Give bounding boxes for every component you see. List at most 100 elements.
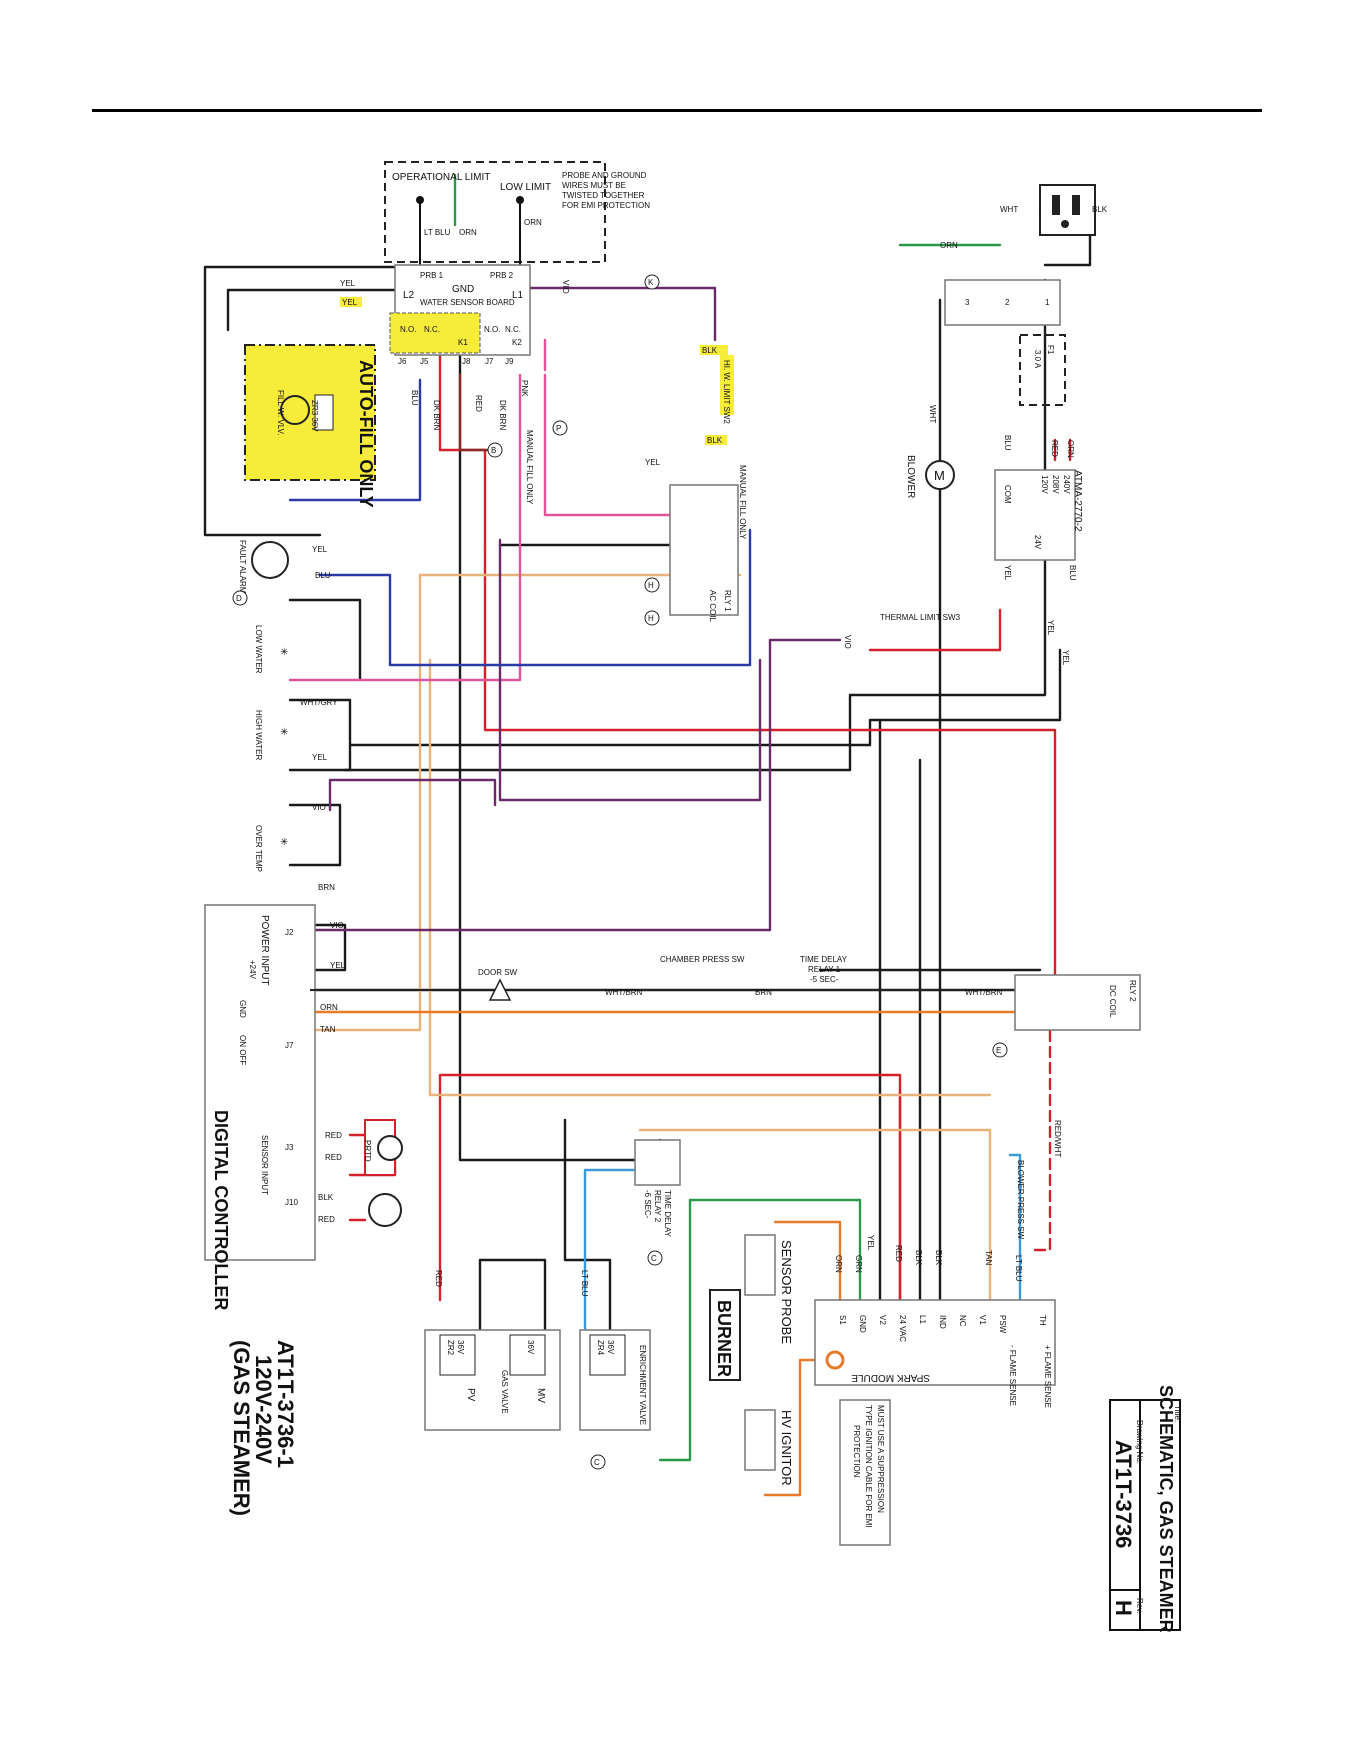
svg-text:MUST USE A SUPPRESSION: MUST USE A SUPPRESSION <box>876 1405 885 1513</box>
time-delay-relay2: TIME DELAY RELAY 2 -6 SEC- <box>634 1139 681 1238</box>
marker-p <box>552 420 568 436</box>
fuse-rating-label: 3.0 A <box>1033 350 1042 369</box>
probe-lt-blu-label: LT BLU <box>424 228 451 237</box>
fill-valve-coil <box>280 395 310 425</box>
wire-black-gas-valve <box>478 1258 547 1332</box>
fuse-label: F1 <box>1046 345 1055 355</box>
wire-pink-pnk <box>288 373 522 682</box>
pnk-wire-label: PNK <box>520 380 529 397</box>
title-caption: Title: <box>1173 1405 1182 1422</box>
svg-text:V1: V1 <box>978 1315 987 1325</box>
prtd-label: PRTD <box>363 1140 372 1162</box>
fill-valve-label: FILL W. VLV. <box>276 390 285 436</box>
top-rule <box>92 109 1262 112</box>
svg-text:IND: IND <box>938 1315 947 1329</box>
over-temp-icon: ✳ <box>280 837 288 848</box>
k1-label: K1 <box>458 338 468 347</box>
wire-red-transformer <box>1053 438 1072 462</box>
terminal-2: 2 <box>1005 298 1010 307</box>
marker-h1-label: H <box>648 581 654 590</box>
burner-box <box>709 1289 741 1381</box>
blower-motor-label: M <box>934 468 945 483</box>
series-switch-line: DOOR SW WHT/BRN CHAMBER PRESS SW BRN TIM… <box>310 955 1141 1240</box>
k1-nc-label: N.C. <box>424 325 440 334</box>
j6-label: J6 <box>398 357 407 366</box>
wire-orange-sensor <box>773 1220 842 1302</box>
mv-label: MV <box>535 1388 546 1403</box>
transformer-blu: BLU <box>1003 435 1012 451</box>
pv-label: PV <box>465 1388 476 1402</box>
svg-text:TYPE IGNITION CABLE FOR EMI: TYPE IGNITION CABLE FOR EMI <box>864 1405 873 1528</box>
spark-ltblu-label: LT BLU <box>1014 1255 1023 1282</box>
wire-black-mid2 <box>348 648 1062 747</box>
high-water-icon: ✳ <box>280 727 288 738</box>
marker-e-label: E <box>996 1046 1001 1055</box>
svg-text:PROTECTION: PROTECTION <box>852 1425 861 1478</box>
wiring <box>203 173 1092 1497</box>
gas-valves: GAS VALVE 36V ZR2 PV 36V MV RED ENRICHME… <box>424 1270 651 1431</box>
hv-ignitor-label: HV IGNITOR <box>779 1410 794 1486</box>
gas-red-label: RED <box>434 1270 443 1287</box>
gnd-ctrl-label: GND <box>238 1000 247 1018</box>
j9-label: J9 <box>505 357 514 366</box>
whtgry-label: WHT/GRY <box>300 698 338 707</box>
ground-orn-label: ORN <box>940 241 958 250</box>
k1-no-label: N.O. <box>400 325 416 334</box>
controller-vio-label: VIO <box>330 921 344 930</box>
drawing-number: AT1T-3736 <box>1111 1440 1136 1548</box>
blu-wire-label-fill: BLU <box>410 390 419 406</box>
fill-valve-ohms: ZR3 36V <box>310 400 319 432</box>
transformer-label: ATMA-2770-2 <box>1072 470 1083 532</box>
transformer-208v: 208V <box>1051 475 1060 494</box>
svg-text:L1: L1 <box>918 1315 927 1324</box>
j5-label: J5 <box>420 357 429 366</box>
model-label: AT1T-3736-1 120V-240V (GAS STEAMER) <box>229 1340 298 1516</box>
high-water-label: HIGH WATER <box>254 710 263 760</box>
blower-wht-label: WHT <box>928 405 937 423</box>
enrichment-ltblu-label: LT BLU <box>580 1270 589 1297</box>
hi-water-limit-highlight <box>720 355 734 415</box>
svg-text:TIME DELAY: TIME DELAY <box>800 955 848 964</box>
svg-text:TIME DELAY: TIME DELAY <box>663 1190 672 1238</box>
svg-text:TH: TH <box>1038 1315 1047 1326</box>
k1-relay-highlight <box>389 312 481 354</box>
plug-ground <box>1061 220 1069 228</box>
red-wire-label-k1: RED <box>474 395 483 412</box>
controller-orn-label: ORN <box>320 1003 338 1012</box>
emi-note: MUST USE A SUPPRESSION TYPE IGNITION CAB… <box>852 1405 885 1528</box>
blower-press-sw-label: BLOWER PRESS SW <box>1016 1160 1025 1240</box>
j3-label: J3 <box>285 1143 294 1152</box>
marker-b-label: B <box>491 446 496 455</box>
prtd-symbol <box>377 1135 403 1161</box>
wire-violet-vio <box>523 286 717 342</box>
dkbrn-wire-label2: DK BRN <box>498 400 507 430</box>
fault-blu-label: BLU <box>315 571 331 580</box>
rly1-coil-label: AC COIL <box>708 590 717 623</box>
on-off-label: ON OFF <box>238 1035 247 1065</box>
svg-text:RELAY 2: RELAY 2 <box>653 1190 662 1223</box>
title-block-frame <box>1109 1399 1181 1631</box>
digital-controller-label: DIGITAL CONTROLLER <box>211 1110 231 1310</box>
yel-highlight-tag <box>340 297 362 307</box>
manual-fill-label: MANUAL FILL ONLY <box>738 465 747 540</box>
water-sensor-board-label: WATER SENSOR BOARD <box>420 298 515 307</box>
probe-dashed-box <box>384 161 606 263</box>
svg-text:S1: S1 <box>838 1315 847 1325</box>
marker-c1-label: C <box>651 1254 657 1263</box>
wire-tan-left <box>428 658 992 1097</box>
plus24v-label: +24V <box>248 960 257 980</box>
spark-orn-label: ORN <box>834 1255 843 1273</box>
rly2-box <box>1014 974 1141 1031</box>
marker-k-label: K <box>648 278 654 287</box>
spark-output <box>825 1350 845 1370</box>
wire-black-over-temp <box>288 803 342 867</box>
fault-yel-label: YEL <box>312 545 328 554</box>
sensor-input-label: SENSOR INPUT <box>260 1135 269 1195</box>
rly1-label: RLY 1 <box>723 590 732 612</box>
marker-c2 <box>590 1454 606 1470</box>
wire-black-power <box>308 923 347 972</box>
spark-yel-label: YEL <box>866 1235 875 1251</box>
probe-grn-label: ORN <box>459 228 477 237</box>
time-delay-relay1-label: TIME DELAY RELAY 1 -5 SEC- <box>800 955 848 984</box>
wire-pink-manual <box>543 373 682 517</box>
